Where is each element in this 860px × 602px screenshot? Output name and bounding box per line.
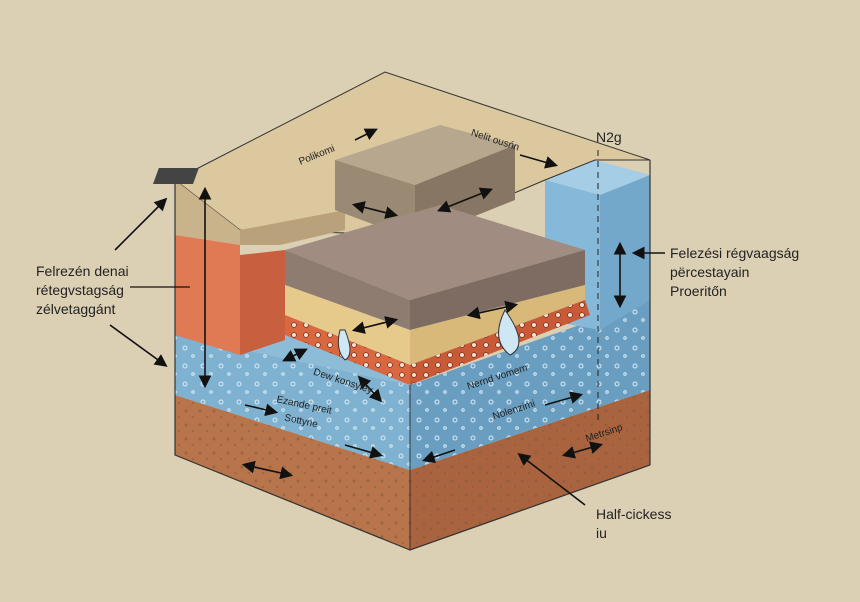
flow-arrows	[109, 128, 665, 506]
bottom-callout-line: Half-cickess	[596, 506, 672, 522]
right-callout-line: përcestayain	[670, 264, 750, 280]
left-callout-line: Felrezén denai	[36, 263, 129, 279]
left-callout-line: rétegvstagság	[36, 282, 124, 298]
bottom-callout-line: iu	[596, 525, 607, 541]
left-callout-line: zélvetaggánt	[36, 301, 116, 317]
right-callout-line: Proeritőn	[670, 283, 727, 299]
label-n2g: N2g	[596, 129, 622, 145]
water-drop-icon	[498, 309, 520, 356]
water-drop-icon	[337, 329, 351, 361]
sensor-marker	[153, 168, 199, 184]
right-callout: Felezési régvaagság përcestayain Proerit…	[670, 244, 799, 301]
left-callout: Felrezén denai rétegvstagság zélvetaggán…	[36, 262, 129, 319]
bottom-callout: Half-cickess iu	[596, 505, 671, 543]
right-callout-line: Felezési régvaagság	[670, 245, 800, 261]
